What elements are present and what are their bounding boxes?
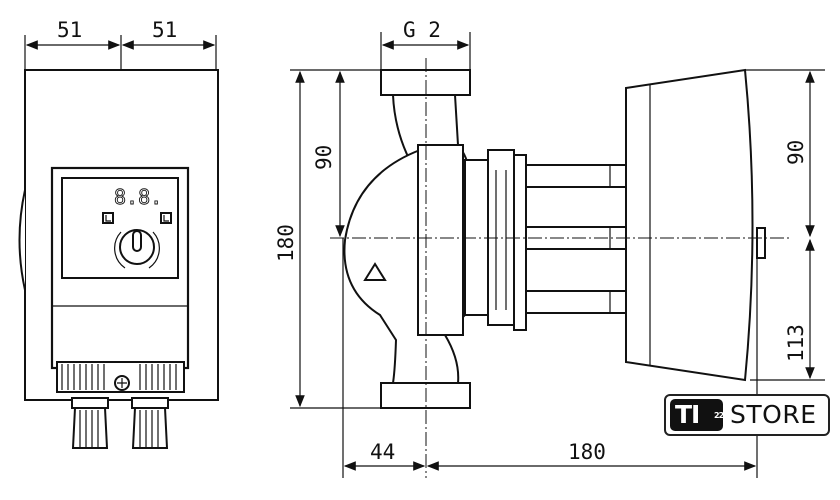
dim-front-left: 51 bbox=[57, 18, 82, 42]
logo-name: STORE bbox=[730, 400, 817, 429]
motor-rib-top bbox=[525, 164, 627, 188]
cable-gland-left bbox=[71, 397, 109, 449]
control-box-knob bbox=[756, 227, 766, 259]
store-logo: TI 22 STORE bbox=[664, 394, 830, 436]
display-readout: 8.8. bbox=[114, 185, 162, 209]
flange-bottom bbox=[380, 382, 471, 409]
control-box-side bbox=[625, 68, 754, 382]
motor-rib-bottom bbox=[525, 290, 627, 314]
side-view: G 2 180 90 90 113 44 180 bbox=[274, 18, 825, 478]
front-view: 8.8. 51 51 bbox=[18, 18, 219, 449]
mode-icon-right bbox=[160, 212, 172, 224]
housing-side-bulge bbox=[18, 189, 26, 291]
volute-flange bbox=[417, 144, 464, 336]
dim-motor-lower: 113 bbox=[784, 324, 808, 362]
cable-gland-right bbox=[131, 397, 169, 449]
flow-direction-icon bbox=[363, 262, 387, 281]
logo-superscript: 22 bbox=[714, 411, 724, 420]
dim-thread: G 2 bbox=[403, 18, 441, 42]
dim-motor-upper: 90 bbox=[784, 140, 808, 165]
dim-front-right: 51 bbox=[152, 18, 177, 42]
display-panel bbox=[61, 177, 179, 279]
mode-icon-left bbox=[102, 212, 114, 224]
logo-badge: TI 22 bbox=[670, 399, 724, 431]
dim-upper-height: 90 bbox=[312, 145, 336, 170]
dim-inlet-offset: 44 bbox=[370, 440, 395, 464]
knob-scale-arc bbox=[114, 231, 160, 269]
dim-motor-length: 180 bbox=[568, 440, 606, 464]
knob-indicator bbox=[132, 230, 142, 252]
dim-total-height: 180 bbox=[274, 224, 298, 262]
logo-brand: TI bbox=[675, 400, 700, 429]
